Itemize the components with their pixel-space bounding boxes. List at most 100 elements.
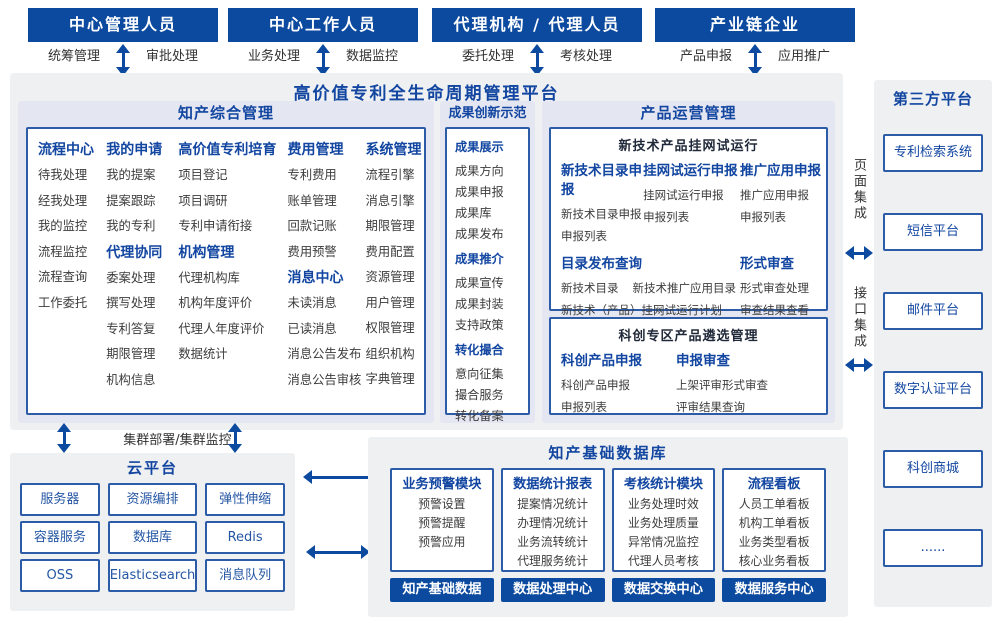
menu-item: 委案处理 [106,270,156,285]
menu-item: 代理机构库 [178,270,240,285]
menu-item: 撰写处理 [106,296,156,310]
module-item: 业务类型看板 [738,535,810,549]
menu-item: 专利费用 [287,168,337,182]
cloud-service-box: 容器服务 [20,521,100,554]
menu-item: 项目调研 [178,193,228,208]
third-party-box: 数字认证平台 [883,371,983,409]
menu-item: 机构管理 [178,244,235,261]
menu-item: 字典管理 [365,372,415,386]
menu-item: 申报列表 [739,210,786,224]
menu-item: 形式审查处理 [739,281,809,295]
menu-item: 成果方向 [455,164,504,178]
menu-item: 我的提案 [106,168,156,182]
menu-item: 消息引擎 [365,193,415,208]
double-arrow-vertical-icon [530,44,544,76]
trial-operation-box: 新技术产品挂网试运行 新技术目录申报 新技术目录申报申报列表 挂网试运行申报 挂… [549,127,828,317]
menu-item: 新技术目录申报 [561,207,642,221]
box-title: 新技术产品挂网试运行 [618,139,759,154]
actor-label: 业务处理 [247,49,300,64]
module-header: 考核统计模块 [623,477,703,492]
menu-item: 撮合服务 [455,388,504,402]
actor-labels-center-staff: 业务处理 数据监控 [228,44,418,78]
actor-bar-industry: 产业链企业 [655,8,855,42]
menu-item: 成果申报 [455,185,504,199]
menu-item: 支持政策 [455,318,504,332]
menu-item: 消息中心 [287,270,344,286]
actor-bar-center-staff: 中心工作人员 [228,8,418,42]
module-kanban: 流程看板 人员工单看板机构工单看板业务类型看板核心业务看板 数据服务中心 [722,468,826,602]
actor-labels-center-admin: 统筹管理 审批处理 [28,44,218,78]
menu-item: 成果宣传 [455,276,504,290]
actor-label: 数据监控 [346,49,399,64]
menu-header: 推广应用申报 [739,163,821,179]
menu-column: 科创产品申报 科创产品申报申报列表 [561,348,676,418]
selection-columns: 科创产品申报 科创产品申报申报列表 申报审查 上架评审形式审查评审结果查询 [551,344,826,418]
cloud-service-box: 数据库 [107,521,198,554]
menu-item: 我的专利 [106,219,156,233]
cloud-service-box: Redis [205,521,285,554]
menu-item: 费用配置 [365,244,415,259]
platform-title: 高价值专利全生命周期管理平台 [293,84,560,104]
menu-item: 提案跟踪 [106,193,156,208]
trial-columns: 新技术目录申报 新技术目录申报申报列表 挂网试运行申报 挂网试运行申报申报列表 … [551,154,826,247]
actor-bar-agency: 代理机构 / 代理人员 [432,8,642,42]
catalog-query-column: 目录发布查询 新技术目录新技术推广应用目录新技术（产品）挂网试运行计划 [561,251,740,321]
menu-header: 新技术目录申报 [561,163,642,198]
data-center-bar: 数据服务中心 [722,578,826,602]
actor-label: 审批处理 [146,49,199,64]
menu-item: 申报列表 [643,210,690,224]
arrow-left-icon [303,470,371,484]
database-modules: 业务预警模块 预警设置预警提醒预警应用 知产基础数据 数据统计报表 提案情况统计… [368,463,848,602]
menu-item: 期限管理 [106,347,156,361]
menu-item: 未读消息 [287,296,337,310]
menu-header: 科创产品申报 [561,353,642,369]
menu-item: 项目登记 [178,168,228,182]
achievement-menu: 成果展示成果方向成果申报成果库成果发布成果推介成果宣传成果封装支持政策转化撮合意… [445,127,530,423]
menu-item: 回款记账 [287,219,337,233]
module-box: 数据统计报表 提案情况统计办理情况统计业务流转统计代理服务统计 [500,468,605,572]
double-arrow-horizontal-icon [845,246,873,260]
menu-item: 专利答复 [106,321,156,336]
double-arrow-vertical-icon [316,44,330,76]
panel-title: 知产综合管理 [177,104,274,122]
menu-item: 流程中心 [38,142,94,158]
cloud-service-box: 资源编排 [107,483,198,516]
data-center-bar: 数据处理中心 [500,578,605,602]
menu-item: 专利申请衔接 [178,219,253,233]
actor-label: 产品申报 [679,49,732,64]
cloud-service-box: 弹性伸缩 [205,483,285,516]
menu-item: 流程查询 [38,270,88,284]
menu-header: 申报审查 [676,353,730,369]
module-header: 数据统计报表 [513,477,593,492]
menu-item: 费用预警 [287,244,337,259]
menu-item: 挂网试运行申报 [643,188,724,202]
api-integration-label: 接口集成 [851,286,866,350]
page-integration-label: 页面集成 [851,158,866,222]
cloud-service-box: OSS [20,559,100,592]
menu-item: 账单管理 [287,193,337,208]
actor-bar-center-admin: 中心管理人员 [28,8,218,42]
actor-label: 统筹管理 [47,49,100,64]
module-box: 业务预警模块 预警设置预警提醒预警应用 [390,468,494,572]
sci-innovation-selection-box: 科创专区产品遴选管理 科创产品申报 科创产品申报申报列表 申报审查 上架评审形式… [549,317,828,415]
menu-item: 成果发布 [455,227,504,241]
third-party-box: 专利检索系统 [883,134,983,172]
menu-column: 推广应用申报 推广应用申报申报列表 [740,158,826,247]
menu-column: 申报审查 上架评审形式审查评审结果查询 [676,348,826,418]
data-center-bar: 知产基础数据 [390,578,494,602]
menu-item: 消息公告发布 [287,347,362,361]
module-item: 异常情况监控 [627,535,699,549]
menu-column: 系统管理流程引擎消息引擎期限管理费用配置资源管理用户管理权限管理组织机构字典管理 [366,137,424,413]
menu-item: 流程引擎 [365,168,415,182]
menu-item: 期限管理 [365,219,415,233]
menu-item: 组织机构 [365,346,415,361]
menu-item: 审查结果查看 [739,303,809,317]
double-arrow-horizontal-icon [845,358,873,372]
data-center-bar: 数据交换中心 [611,578,716,602]
module-item: 代理服务统计 [517,554,589,568]
double-arrow-vertical-icon [748,44,762,76]
module-alert: 业务预警模块 预警设置预警提醒预警应用 知产基础数据 [390,468,494,602]
double-arrow-horizontal-icon [306,545,370,559]
